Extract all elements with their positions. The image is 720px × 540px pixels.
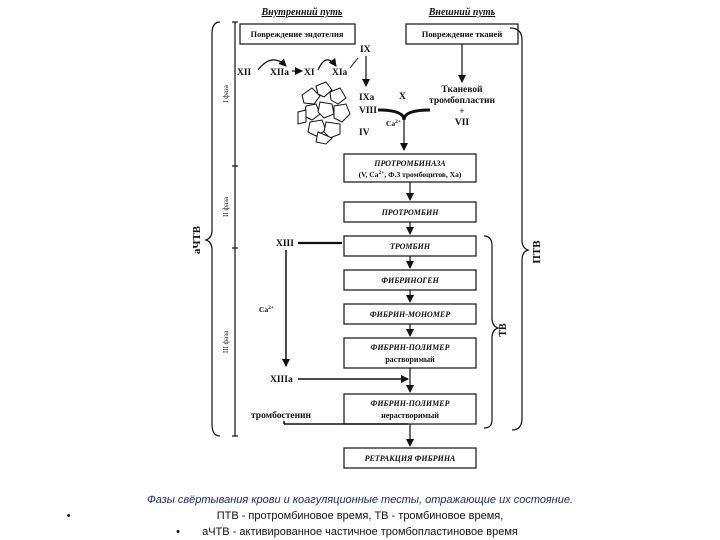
- plus-sign: +: [459, 107, 464, 117]
- factor-iv: IV: [359, 128, 370, 138]
- fibrin-polymer-soluble-title: ФИБРИН-ПОЛИМЕР: [371, 343, 450, 352]
- pt-label: ПТВ: [531, 240, 543, 264]
- factor-xiia: XIIa: [270, 68, 289, 78]
- tissue-thromboplastin-line1: Тканевой: [441, 84, 483, 95]
- tissue-damage-label: Повреждение тканей: [422, 29, 503, 39]
- bullet-1: •: [66, 510, 71, 522]
- factor-viii: VIII: [359, 106, 377, 116]
- factor-xiiia: XIIIa: [270, 375, 293, 385]
- endothelium-damage-label: Повреждение эндотелия: [251, 29, 344, 39]
- aptt-label: аЧТВ: [191, 225, 203, 254]
- xii-activation-arc: [257, 58, 287, 71]
- prothrombinase-box: [343, 153, 477, 183]
- factor-ix: IX: [360, 45, 371, 55]
- platelet-cluster-image: [297, 81, 351, 145]
- fibrin-retraction-box: [343, 447, 477, 469]
- fibrin-polymer-insoluble-box: [343, 393, 477, 425]
- thrombostenin-label: тромбостенин: [251, 410, 312, 421]
- caption-item-1-text: ПТВ - протромбиновое время, ТВ - тромбин…: [216, 510, 504, 522]
- endothelium-damage-box: [239, 23, 356, 45]
- caption-item-pt-tt: • ПТВ - протромбиновое время, ТВ - тромб…: [0, 510, 720, 522]
- tissue-thromboplastin-line2: тромбопластин: [429, 95, 495, 106]
- pt-brace: [509, 27, 530, 431]
- thrombin-label: ТРОМБИН: [390, 242, 431, 251]
- prothrombin-label: ПРОТРОМБИН: [381, 208, 440, 217]
- header-internal-pathway: Внутренний путь: [261, 7, 343, 18]
- phase-3-label: III фаза: [222, 330, 230, 353]
- fibrin-polymer-soluble-sub: растворимый: [385, 355, 435, 364]
- factor-vii: VII: [455, 118, 470, 128]
- fibrin-retraction-label: РЕТРАКЦИЯ ФИБРИНА: [365, 454, 456, 463]
- fibrin-monomer-label: ФИБРИН-МОНОМЕР: [370, 310, 450, 319]
- xi-activation-arc: [317, 57, 337, 71]
- xia-to-ix-arrow: [349, 57, 359, 69]
- factor-xi: XI: [304, 68, 315, 78]
- fibrin-polymer-soluble-box: [343, 337, 477, 369]
- factor-xiii: XIII: [276, 239, 294, 249]
- factor-ixa: IXa: [359, 93, 375, 103]
- factor-xia: XIa: [332, 68, 348, 78]
- tt-label: ТВ: [498, 323, 509, 337]
- prothrombinase-components: (V, Ca2+, Ф.3 тромбоцитов, Xa): [359, 170, 462, 179]
- phase-1-label: I фаза: [222, 84, 230, 102]
- calcium-label: Ca2+: [386, 119, 401, 128]
- fibrin-polymer-insoluble-sub: нерастворимый: [381, 411, 439, 420]
- header-external-pathway: Внешний путь: [428, 7, 496, 18]
- fibrin-polymer-insoluble-title: ФИБРИН-ПОЛИМЕР: [371, 399, 450, 408]
- caption-title: Фазы свёртывания крови и коагуляционные …: [146, 494, 574, 506]
- factor-x: X: [399, 92, 406, 102]
- aptt-brace: [204, 21, 221, 437]
- prothrombinase-title: ПРОТРОМБИНАЗА: [373, 159, 446, 168]
- fibrinogen-label: ФИБРИНОГЕН: [381, 276, 439, 285]
- caption-item-aptt: • аЧТВ - активированное частичное тромбо…: [0, 526, 720, 538]
- bullet-2: •: [176, 526, 180, 538]
- phase-2-label: II фаза: [222, 196, 230, 217]
- factor-xii: XII: [237, 68, 252, 78]
- caption-item-2-text: аЧТВ - активированное частичное тромбопл…: [202, 526, 518, 538]
- tt-brace: [483, 235, 500, 429]
- calcium-label-xiii: Ca2+: [259, 305, 274, 314]
